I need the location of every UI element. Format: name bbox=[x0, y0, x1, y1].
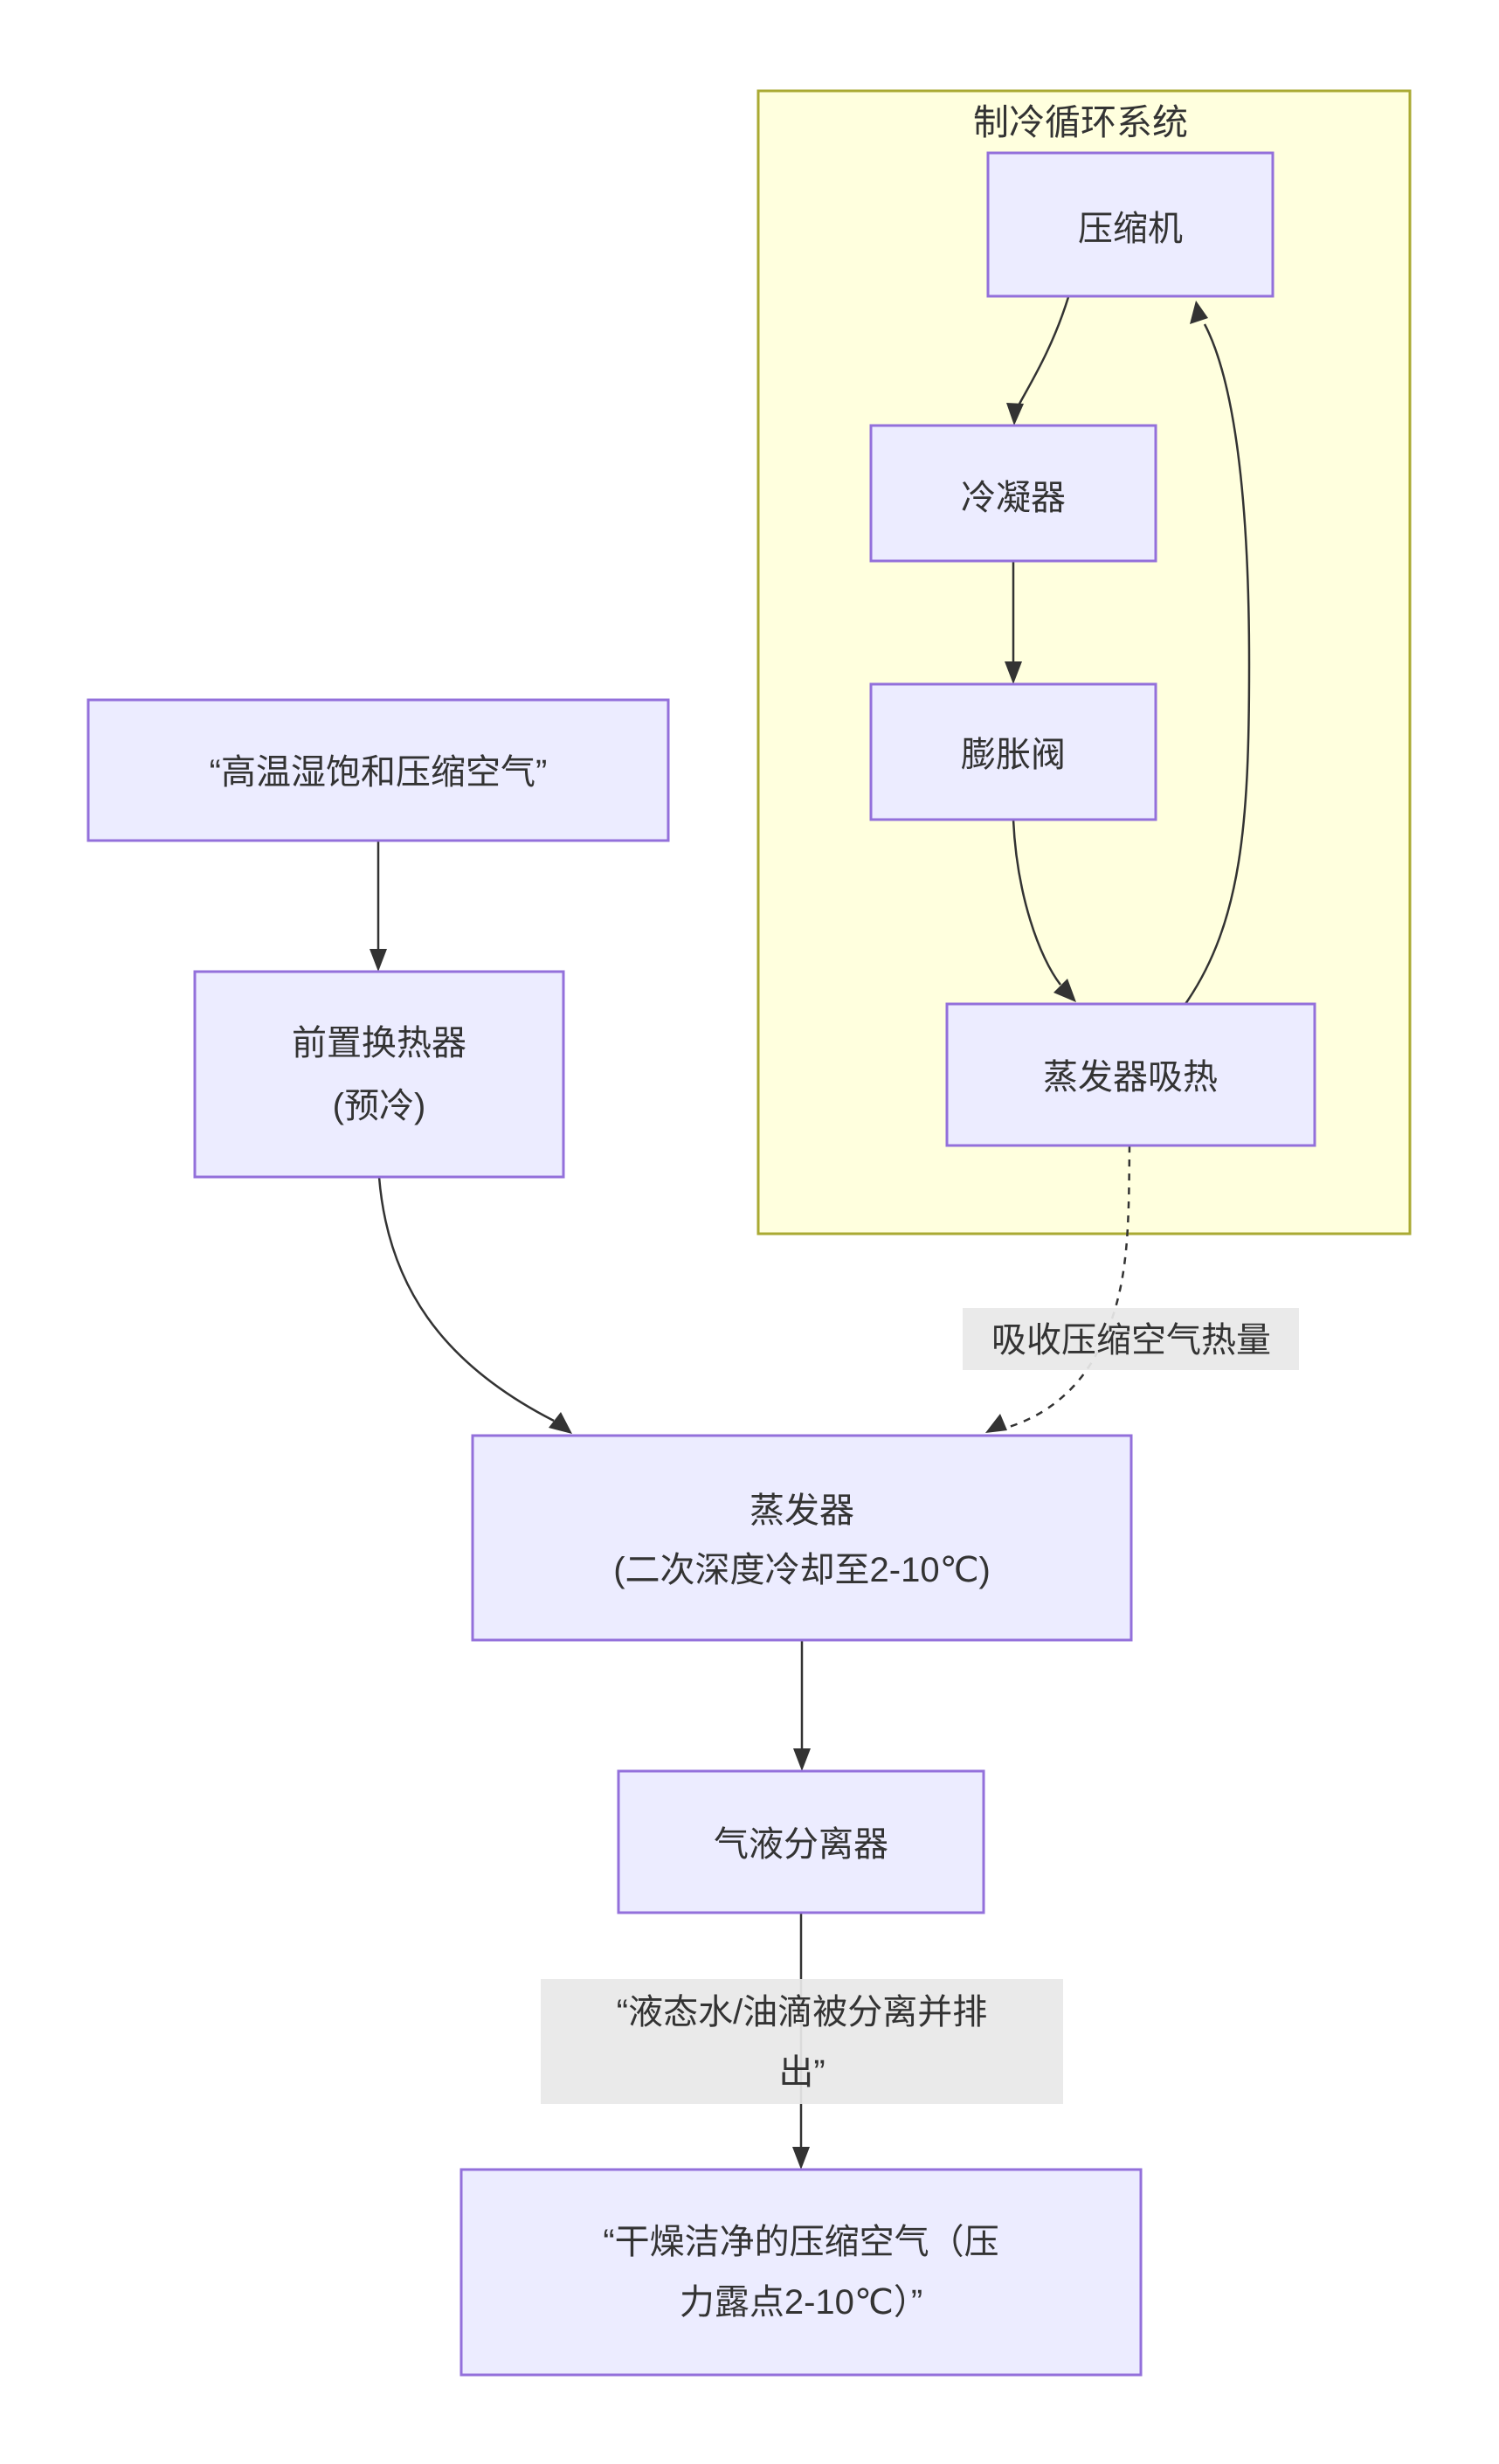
hot-air-box bbox=[86, 698, 670, 842]
edge-evapheat-compressor bbox=[1184, 323, 1251, 1005]
node-pre-cooler: 前置换热器 (预冷) bbox=[193, 970, 565, 1179]
node-expansion-valve: 膨胀阀 bbox=[869, 682, 1157, 821]
absorb-heat-label: 吸收压缩空气热量 bbox=[991, 1321, 1271, 1360]
edge-label-drain: “液态水/油滴被分离并排 出” bbox=[541, 1979, 1063, 2104]
dry-air-label-line2: 力露点2-10℃）” bbox=[680, 2283, 922, 2322]
dry-air-box bbox=[459, 2168, 1143, 2377]
arrowhead-into-evaporator-left bbox=[549, 1412, 572, 1434]
node-condenser: 冷凝器 bbox=[869, 424, 1157, 563]
arrowhead-into-dryair bbox=[792, 2147, 810, 2170]
absorb-heat-label-bg bbox=[963, 1308, 1299, 1370]
separator-box bbox=[617, 1769, 985, 1914]
arrowhead-dashed-into-evaporator bbox=[985, 1414, 1007, 1433]
evaporator-box bbox=[471, 1434, 1133, 1642]
evaporator-heat-label: 蒸发器吸热 bbox=[1043, 1058, 1218, 1097]
separator-label: 气液分离器 bbox=[714, 1825, 888, 1864]
pre-cooler-label-line1: 前置换热器 bbox=[292, 1024, 466, 1062]
node-hot-air: “高温湿饱和压缩空气” bbox=[86, 698, 670, 842]
evaporator-heat-box bbox=[945, 1002, 1316, 1147]
compressor-label: 压缩机 bbox=[1078, 210, 1183, 248]
edge-label-absorb-heat: 吸收压缩空气热量 bbox=[963, 1308, 1299, 1370]
arrowhead-into-precooler bbox=[370, 949, 387, 972]
edge-precooler-evaporator bbox=[377, 1176, 555, 1422]
arrowhead-into-condenser bbox=[1006, 403, 1024, 426]
hot-air-label: “高温湿饱和压缩空气” bbox=[210, 753, 548, 792]
dry-air-label-line1: “干燥洁净的压缩空气（压 bbox=[603, 2223, 998, 2261]
expansion-valve-box bbox=[869, 682, 1157, 821]
drain-label-bg bbox=[541, 1979, 1063, 2104]
arrowhead-into-valve bbox=[1005, 661, 1022, 684]
arrowhead-into-evapheat bbox=[1053, 979, 1076, 1002]
node-compressor: 压缩机 bbox=[986, 151, 1274, 298]
condenser-box bbox=[869, 424, 1157, 563]
condenser-label: 冷凝器 bbox=[961, 479, 1066, 517]
expansion-valve-label: 膨胀阀 bbox=[961, 736, 1066, 774]
node-evaporator-heat: 蒸发器吸热 bbox=[945, 1002, 1316, 1147]
edge-compressor-condenser bbox=[1017, 296, 1070, 406]
cluster-title: 制冷循环系统 bbox=[973, 102, 1188, 142]
evaporator-label-line1: 蒸发器 bbox=[750, 1492, 854, 1530]
drain-label-line1: “液态水/油滴被分离并排 bbox=[617, 1993, 987, 2031]
pre-cooler-box bbox=[193, 970, 565, 1179]
arrowhead-into-separator bbox=[793, 1748, 811, 1771]
evaporator-label-line2: (二次深度冷却至2-10℃) bbox=[613, 1551, 991, 1589]
compressor-box bbox=[986, 151, 1274, 298]
pre-cooler-label-line2: (预冷) bbox=[333, 1087, 426, 1125]
node-separator: 气液分离器 bbox=[617, 1769, 985, 1914]
arrowhead-into-compressor bbox=[1190, 301, 1208, 324]
drain-label-line2: 出” bbox=[778, 2053, 825, 2092]
node-evaporator: 蒸发器 (二次深度冷却至2-10℃) bbox=[471, 1434, 1133, 1642]
node-dry-air: “干燥洁净的压缩空气（压 力露点2-10℃）” bbox=[459, 2168, 1143, 2377]
edge-valve-evapheat bbox=[1012, 819, 1061, 986]
